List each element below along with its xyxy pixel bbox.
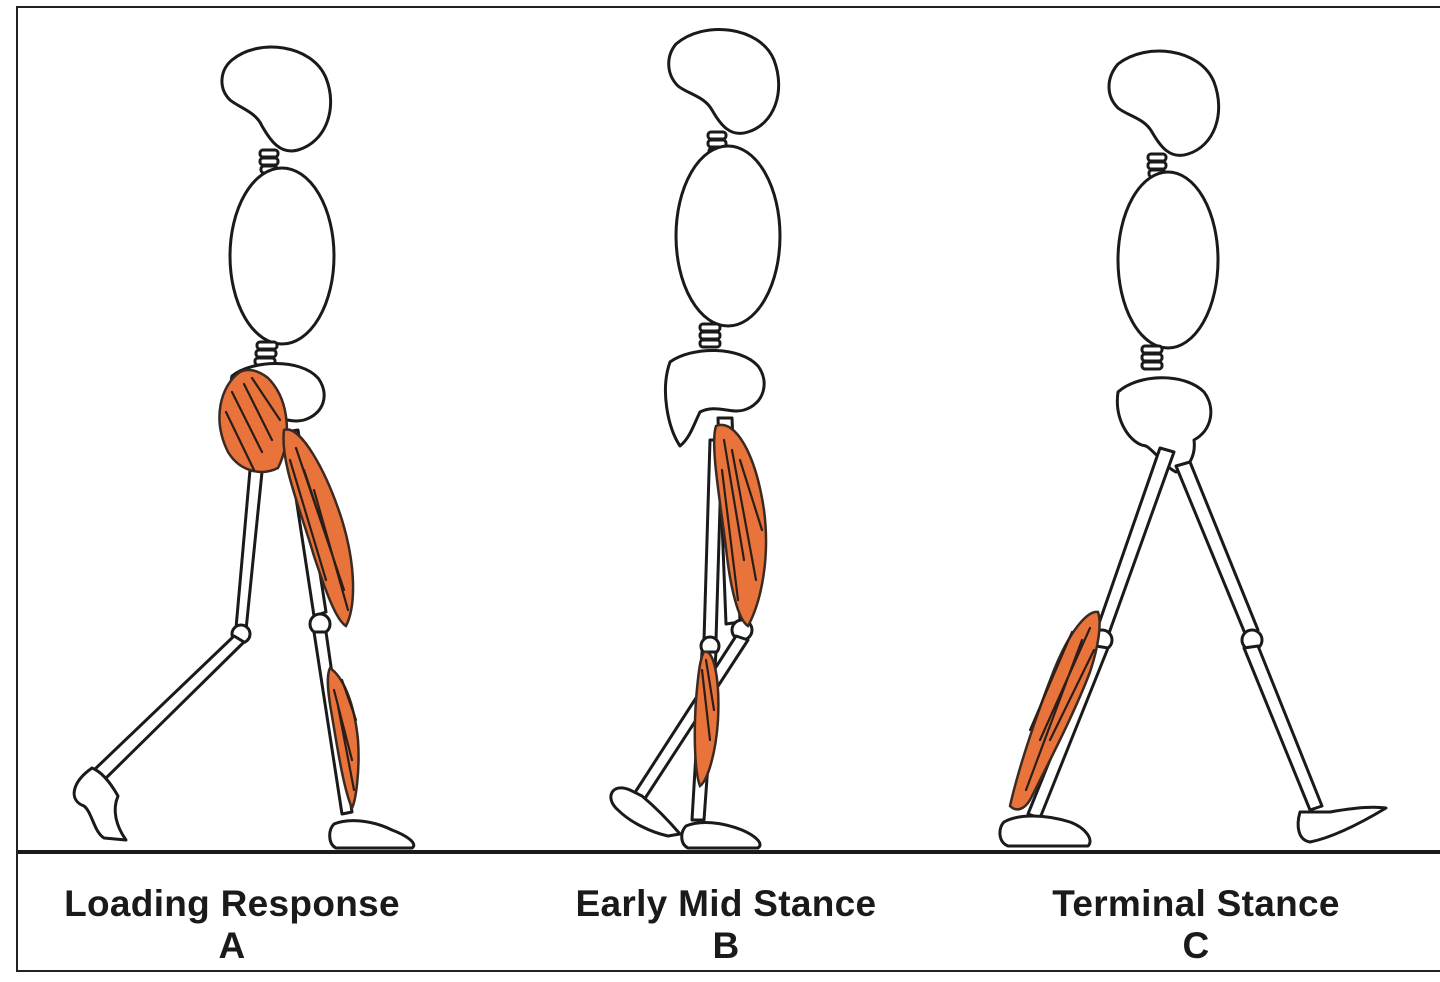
front-foot-icon [680,821,762,850]
phase-label: Early Mid Stance [575,883,877,924]
caption-early-mid-stance: Early Mid Stance B [516,884,936,966]
back-foot-icon [72,766,128,842]
front-foot-icon [998,814,1092,848]
panel-letter: A [218,925,246,966]
phase-label: Terminal Stance [1052,883,1340,924]
pelvis-icon [1115,376,1213,474]
skull-icon [220,45,333,153]
skeleton-terminal-stance [998,49,1388,848]
pelvis-icon [663,348,766,448]
panel-letter: B [712,925,740,966]
back-foot-icon [609,786,682,838]
gluteus-muscle [218,368,289,473]
figure-frame [16,6,1440,972]
back-foot-icon [1296,805,1388,844]
skull-icon [667,27,781,135]
ribcage-icon [228,166,336,346]
panel-letter: C [1182,925,1210,966]
skeleton-early-mid-stance [609,27,782,850]
ribcage-icon [1116,170,1220,350]
caption-loading-response: Loading Response A [22,884,442,966]
skeleton-loading-response [72,45,416,850]
caption-terminal-stance: Terminal Stance C [986,884,1406,966]
skull-icon [1107,49,1221,157]
ribcage-icon [674,144,782,328]
phase-label: Loading Response [64,883,400,924]
front-foot-icon [328,819,416,850]
quadriceps-muscle [282,428,355,628]
quadriceps-muscle [712,423,768,628]
